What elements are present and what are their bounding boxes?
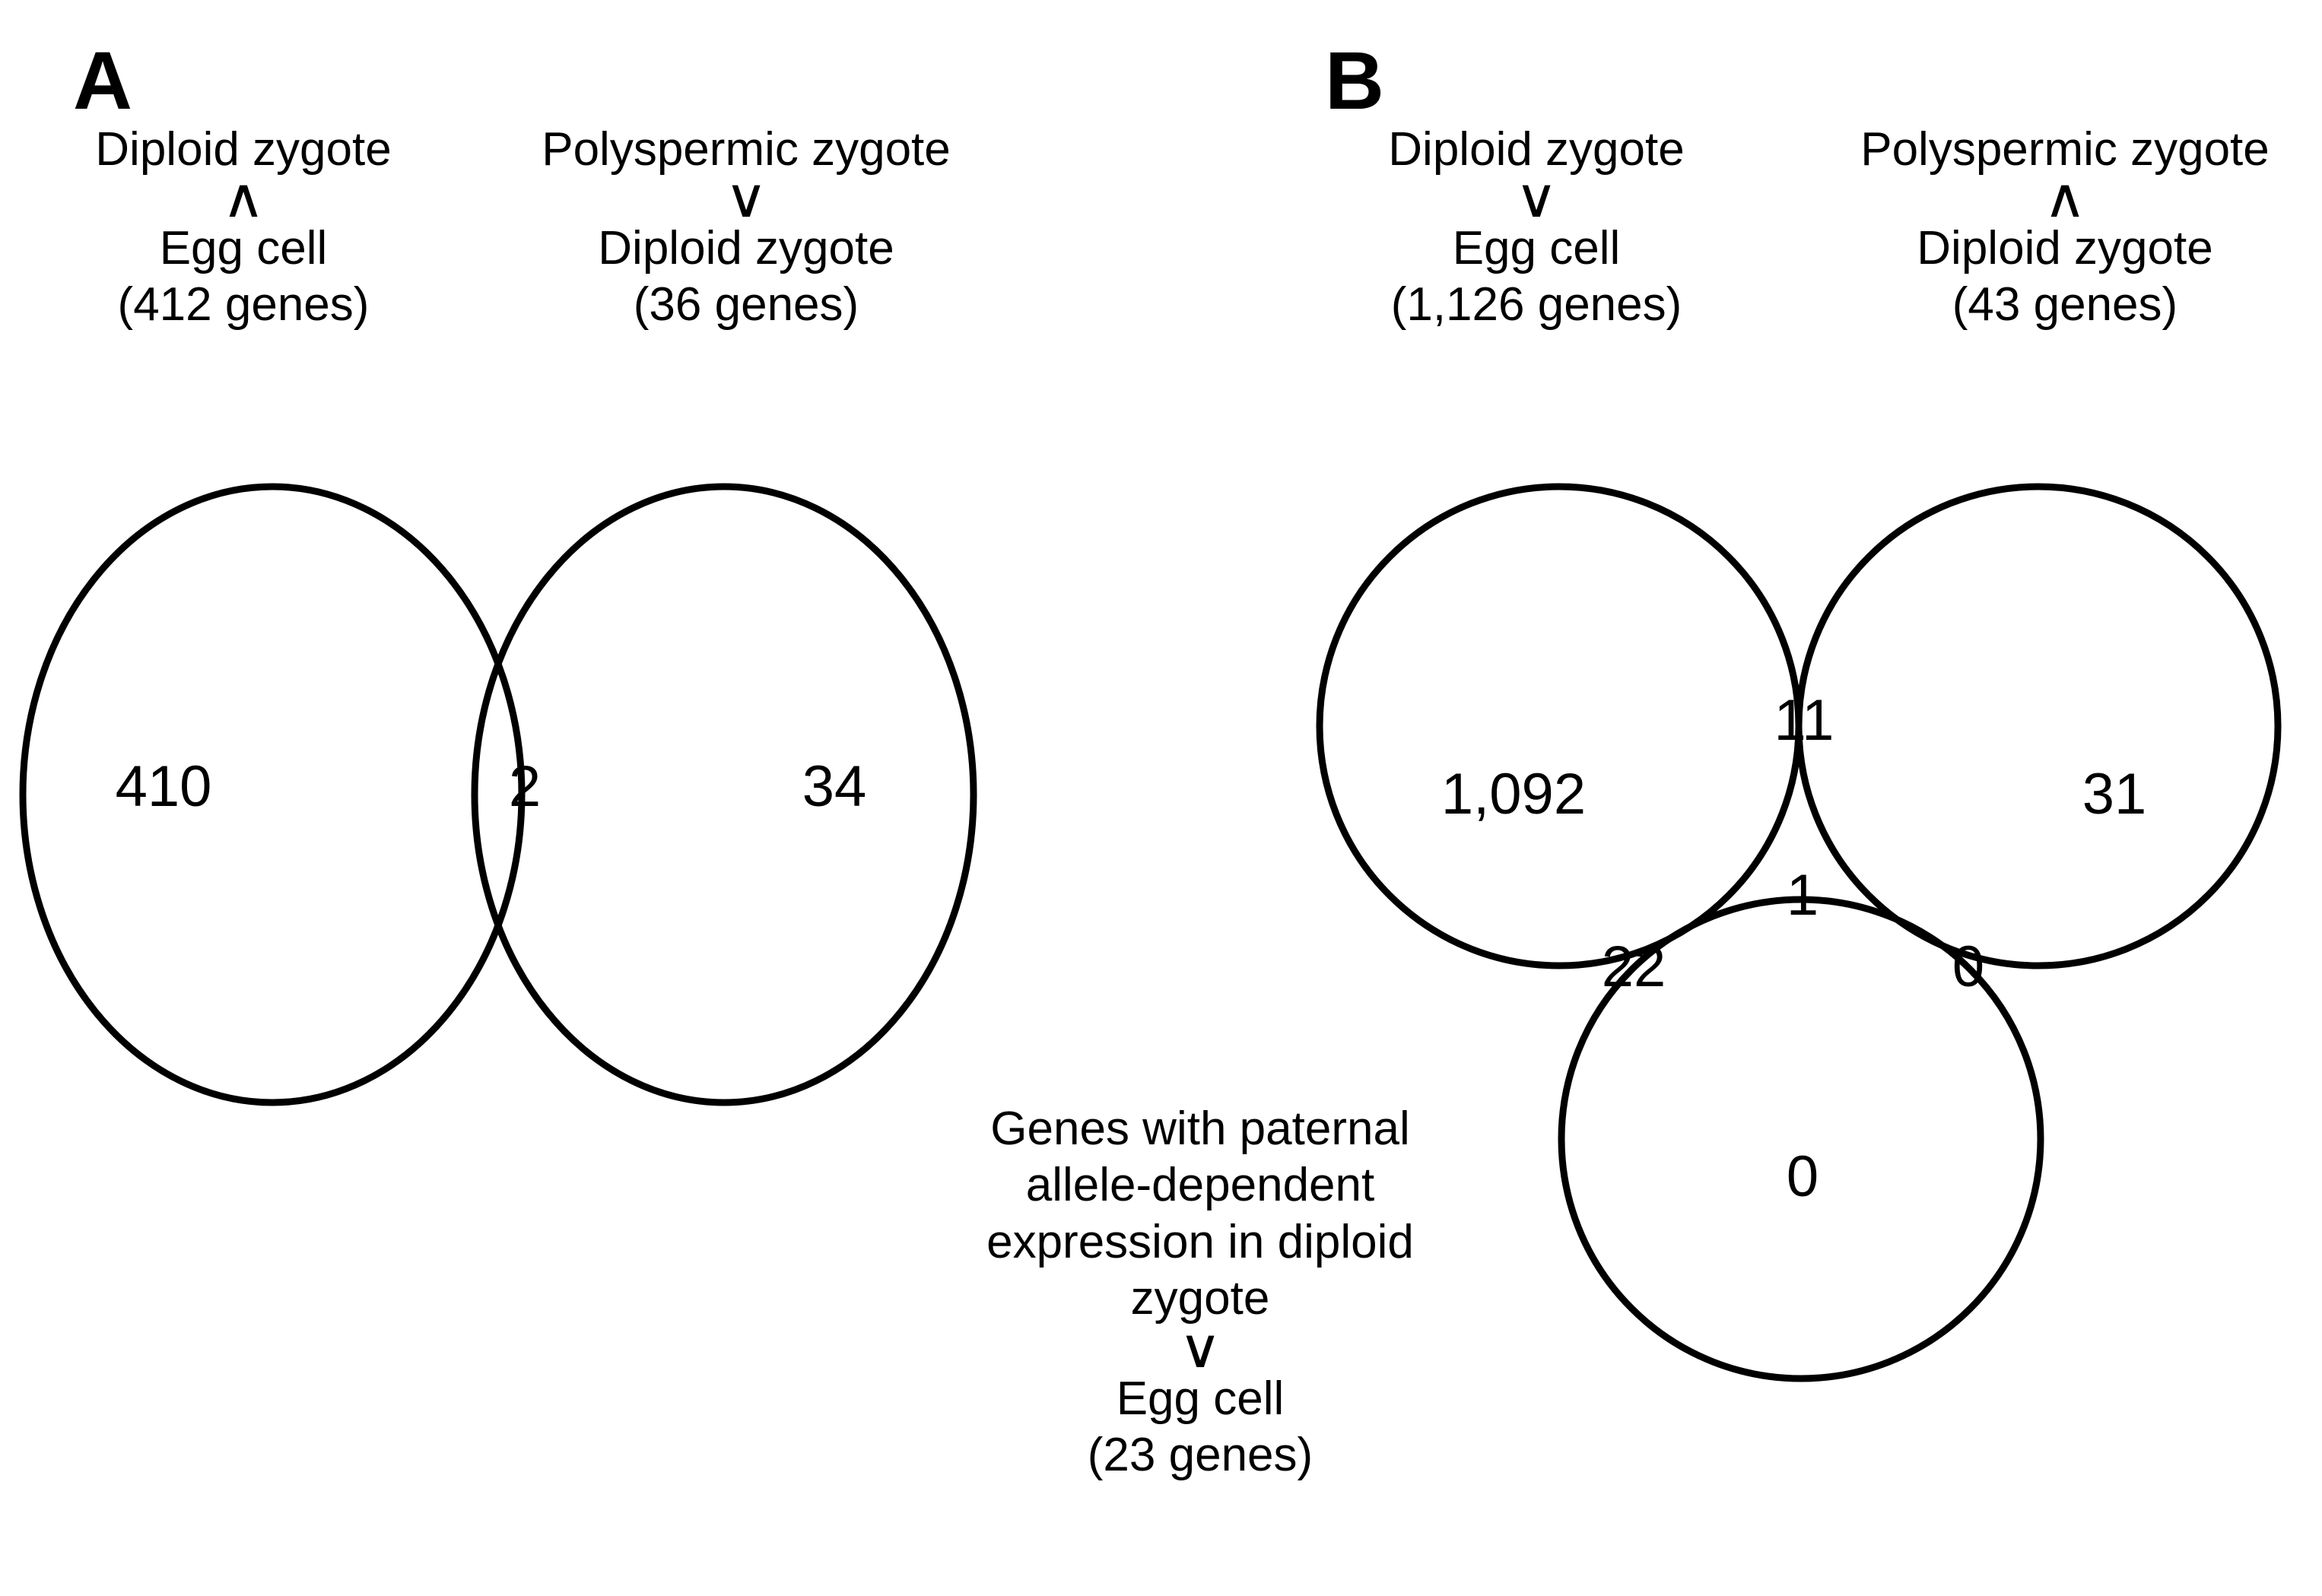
panel-a-header-right-count: (36 genes) (633, 278, 859, 331)
panel-a-header-left-bottom: Egg cell (159, 222, 328, 275)
venn-b-left-only-count: 1,092 (1441, 762, 1587, 827)
panel-a-header-right-bottom: Diploid zygote (598, 222, 894, 275)
panel-b-bottom-header-top: Genes with paternal allele-dependent exp… (986, 1103, 1414, 1325)
panel-b-bottom-header: Genes with paternal allele-dependent exp… (934, 1101, 1466, 1484)
less-than-rotated-icon: ∨ (1178, 1318, 1222, 1379)
panel-b-bottom-header-count: (23 genes) (1087, 1429, 1313, 1482)
greater-than-rotated-icon: ∧ (2043, 168, 2087, 230)
panel-b-header-left: Diploid zygote ∨ Egg cell (1,126 genes) (1339, 122, 1734, 332)
panel-b-letter: B (1325, 34, 1384, 126)
venn-b-top-intersection-count: 11 (1774, 688, 1834, 753)
venn-a-right-ellipse[interactable] (471, 483, 977, 1106)
venn-b-bottom-circle[interactable] (1558, 896, 2044, 1382)
panel-a-header-left: Diploid zygote ∧ Egg cell (412 genes) (46, 122, 441, 332)
venn-b-right-bottom-intersection-count: 0 (1952, 934, 1985, 999)
panel-a-letter: A (73, 34, 132, 126)
venn-a-left-ellipse[interactable] (19, 483, 526, 1106)
panel-a-header-left-top: Diploid zygote (95, 123, 392, 176)
venn-b-right-circle[interactable] (1795, 483, 2282, 969)
panel-b-header-left-top: Diploid zygote (1388, 123, 1685, 176)
venn-a-left-only-count: 410 (115, 754, 212, 819)
venn-a-intersection-count: 2 (508, 754, 542, 819)
venn-b-right-only-count: 31 (2082, 762, 2147, 827)
venn-b-left-circle[interactable] (1316, 483, 1803, 969)
venn-b-left-bottom-intersection-count: 22 (1601, 934, 1666, 999)
panel-b-header-left-bottom: Egg cell (1452, 222, 1621, 275)
panel-a-header-right-top: Polyspermic zygote (542, 123, 951, 176)
panel-b-header-right-top: Polyspermic zygote (1860, 123, 2270, 176)
venn-a-right-only-count: 34 (802, 754, 867, 819)
less-than-rotated-icon: ∨ (724, 168, 768, 230)
panel-a-header-left-count: (412 genes) (117, 278, 370, 331)
panel-a-header-right: Polyspermic zygote ∨ Diploid zygote (36 … (484, 122, 1009, 332)
panel-b-header-right: Polyspermic zygote ∧ Diploid zygote (43 … (1803, 122, 2322, 332)
greater-than-rotated-icon: ∧ (221, 168, 265, 230)
venn-b-bottom-only-count: 0 (1786, 1144, 1819, 1209)
panel-b-header-right-count: (43 genes) (1952, 278, 2178, 331)
panel-b-header-left-count: (1,126 genes) (1390, 278, 1682, 331)
less-than-rotated-icon: ∨ (1514, 168, 1558, 230)
panel-b-bottom-header-bottom: Egg cell (1116, 1372, 1285, 1425)
panel-b-header-right-bottom: Diploid zygote (1917, 222, 2213, 275)
venn-b-center-all-count: 1 (1786, 863, 1819, 928)
